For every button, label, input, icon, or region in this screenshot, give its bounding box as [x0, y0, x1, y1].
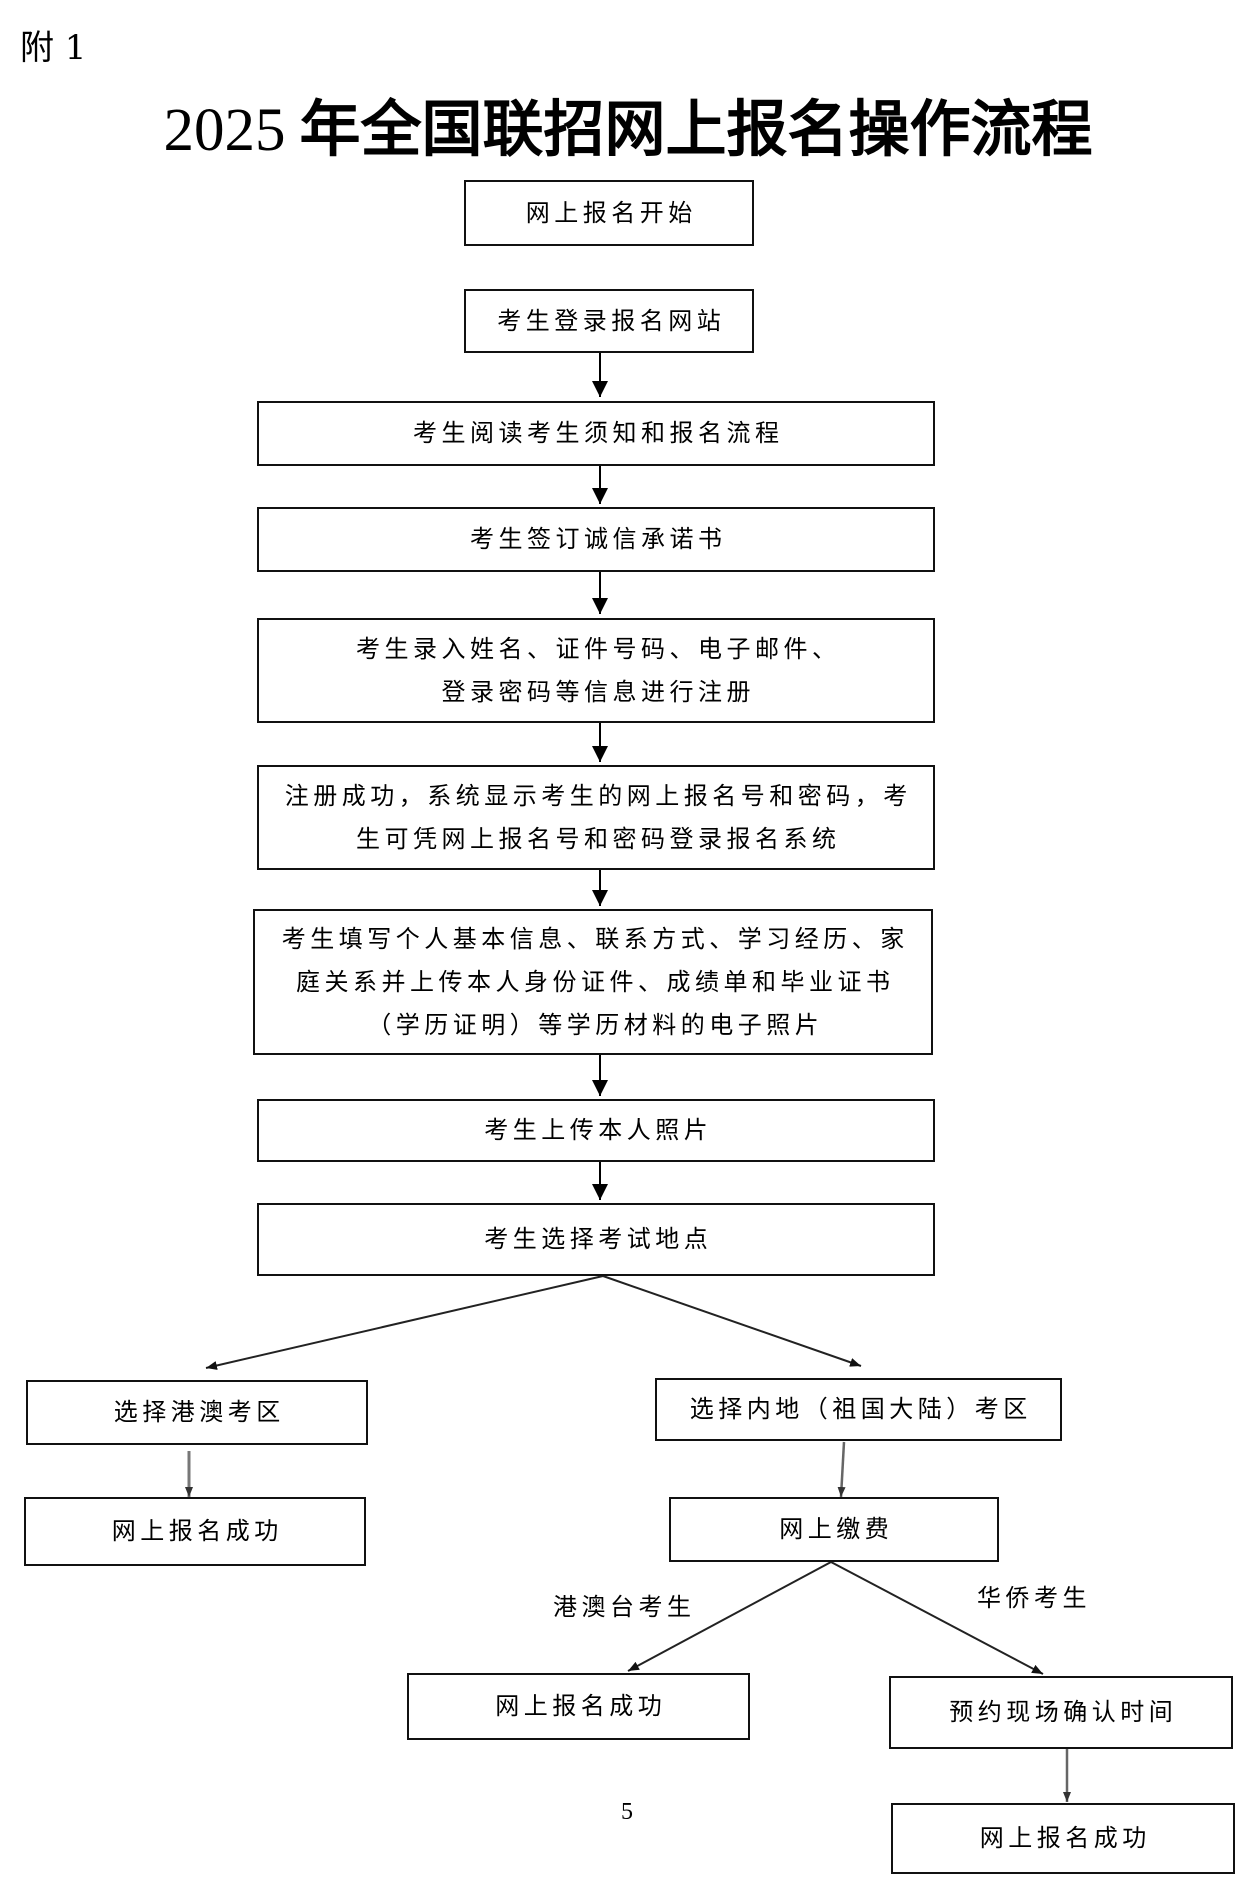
step-text: 预约现场确认时间	[949, 1698, 1178, 1726]
step-text: 考生签订诚信承诺书	[470, 525, 727, 553]
arrow-payment-to-appointment	[830, 1561, 1044, 1675]
step-appointment: 预约现场确认时间	[889, 1676, 1233, 1749]
step-text: 考生上传本人照片	[484, 1116, 713, 1144]
step-read-notice: 考生阅读考生须知和报名流程	[257, 401, 935, 466]
step-text: （学历证明）等学历材料的电子照片	[367, 1010, 824, 1039]
step-upload-photo: 考生上传本人照片	[257, 1099, 935, 1162]
title-year: 2025	[163, 97, 286, 164]
step-text: 考生登录报名网站	[497, 306, 726, 335]
title-text: 年全国联招网上报名操作流程	[299, 94, 1093, 165]
step-choose-location: 考生选择考试地点	[257, 1203, 935, 1276]
step-registration-success: 注册成功，系统显示考生的网上报名号和密码，考 生可凭网上报名号和密码登录报名系统	[257, 765, 935, 870]
edge-label-hkmt: 港澳台考生	[553, 1593, 696, 1621]
step-text: 考生填写个人基本信息、联系方式、学习经历、家	[281, 924, 909, 953]
appendix-label: 附 1	[20, 28, 87, 68]
arrow-mainland-to-payment	[837, 1441, 846, 1498]
step-hkmt-success: 网上报名成功	[407, 1673, 750, 1740]
step-mainland-area: 选择内地（祖国大陆）考区	[655, 1378, 1062, 1441]
step-text: 登录密码等信息进行注册	[441, 677, 755, 706]
step-text: 网上报名成功	[495, 1692, 667, 1720]
step-text: 考生录入姓名、证件号码、电子邮件、	[356, 634, 841, 663]
step-text: 网上报名成功	[111, 1517, 283, 1545]
arrow-location-to-mainland-area	[602, 1275, 862, 1367]
step-text: 考生选择考试地点	[484, 1225, 713, 1253]
step-fill-info: 考生填写个人基本信息、联系方式、学习经历、家 庭关系并上传本人身份证件、成绩单和…	[253, 909, 933, 1055]
step-overseas-success: 网上报名成功	[891, 1803, 1235, 1874]
step-text: 选择港澳考区	[113, 1398, 285, 1426]
step-text: 网上报名成功	[979, 1824, 1151, 1852]
step-text: 选择内地（祖国大陆）考区	[689, 1395, 1032, 1423]
step-start: 网上报名开始	[464, 180, 754, 246]
step-hk-macao-area: 选择港澳考区	[26, 1380, 368, 1445]
step-online-payment: 网上缴费	[669, 1497, 999, 1562]
step-text: 生可凭网上报名号和密码登录报名系统	[356, 824, 841, 853]
page-number: 5	[621, 1799, 633, 1825]
step-text: 网上报名开始	[525, 198, 697, 227]
step-sign-pledge: 考生签订诚信承诺书	[257, 507, 935, 572]
edge-label-overseas: 华侨考生	[977, 1584, 1091, 1612]
step-text: 考生阅读考生须知和报名流程	[413, 419, 784, 447]
step-text: 网上缴费	[779, 1515, 894, 1543]
arrow-location-to-hk-area	[205, 1275, 604, 1370]
step-hk-macao-success: 网上报名成功	[24, 1497, 366, 1566]
step-register: 考生录入姓名、证件号码、电子邮件、 登录密码等信息进行注册	[257, 618, 935, 723]
step-text: 庭关系并上传本人身份证件、成绩单和毕业证书	[296, 967, 895, 996]
step-login: 考生登录报名网站	[464, 289, 754, 353]
step-text: 注册成功，系统显示考生的网上报名号和密码，考	[284, 781, 912, 810]
